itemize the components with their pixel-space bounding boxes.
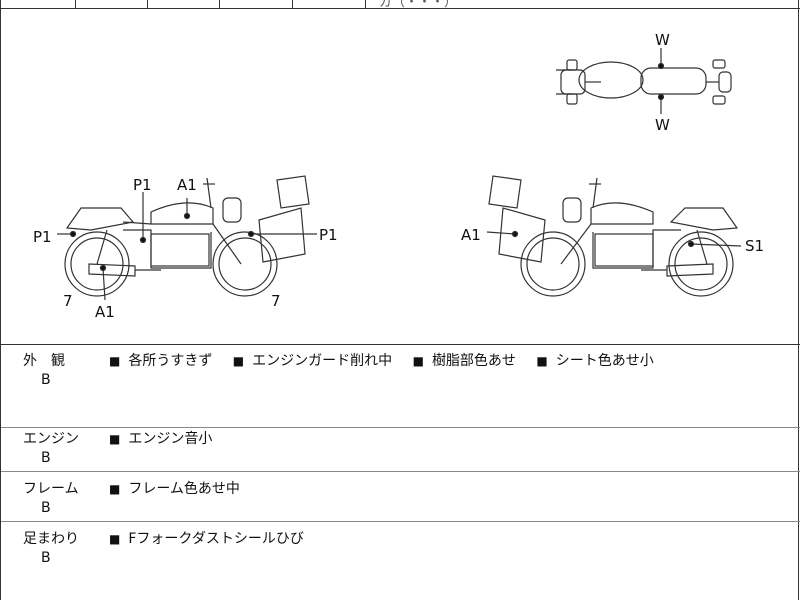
top-view-motorcycle	[556, 48, 732, 114]
section-suspension: 足まわり B ■Fフォークダストシールひび	[1, 522, 800, 600]
section-category: エンジン	[23, 431, 79, 447]
bullet-square-icon: ■	[109, 354, 121, 368]
bullet-square-icon: ■	[536, 354, 548, 368]
section-grade: B	[41, 550, 51, 566]
top-view-label-bottom: W	[655, 116, 670, 134]
note-item: ■樹脂部色あせ	[412, 353, 516, 369]
header-cell-divider	[292, 0, 294, 8]
left-label-7-rear: 7	[63, 292, 73, 310]
note-item: ■エンジンガード削れ中	[232, 353, 393, 369]
motorcycle-diagram-svg: W W P1 A1 P1 P1 7 A1 7 A1 S1	[33, 31, 764, 321]
left-label-p1-case: P1	[319, 226, 338, 244]
section-notes: ■各所うすきず ■エンジンガード削れ中 ■樹脂部色あせ ■シート色あせ小	[109, 350, 670, 370]
section-frame: フレーム B ■フレーム色あせ中	[1, 472, 800, 522]
header-cell-divider	[75, 0, 77, 8]
note-item: ■各所うすきず	[109, 353, 213, 369]
note-item: ■シート色あせ小	[536, 353, 654, 369]
note-item: ■フレーム色あせ中	[109, 481, 240, 497]
section-grade: B	[41, 500, 51, 516]
header-cell-divider	[219, 0, 221, 8]
left-label-7-front: 7	[271, 292, 281, 310]
left-label-a1-muffler: A1	[95, 303, 115, 321]
damage-diagram: W W P1 A1 P1 P1 7 A1 7 A1 S1	[1, 8, 800, 345]
right-label-a1-case: A1	[461, 226, 481, 244]
section-notes: ■フレーム色あせ中	[109, 478, 256, 498]
left-side-motorcycle	[64, 175, 310, 297]
section-grade: B	[41, 450, 51, 466]
bullet-square-icon: ■	[109, 532, 121, 546]
left-label-p1-frame: P1	[133, 176, 152, 194]
section-category: フレーム	[23, 481, 79, 497]
note-item: ■Fフォークダストシールひび	[109, 531, 304, 547]
bullet-square-icon: ■	[109, 482, 121, 496]
left-label-a1-tank: A1	[177, 176, 197, 194]
section-notes: ■エンジン音小	[109, 428, 228, 448]
section-grade: B	[41, 372, 51, 388]
bullet-square-icon: ■	[412, 354, 424, 368]
section-category: 外 観	[23, 353, 65, 369]
note-item: ■エンジン音小	[109, 431, 213, 447]
section-category: 足まわり	[23, 531, 79, 547]
header-partial-text: ガ（・・・）	[379, 0, 458, 10]
left-label-p1-cowl: P1	[33, 228, 52, 246]
header-strip: ガ（・・・）	[1, 0, 800, 10]
section-notes: ■Fフォークダストシールひび	[109, 528, 320, 548]
header-cell-divider	[365, 0, 367, 8]
section-engine: エンジン B ■エンジン音小	[1, 422, 800, 472]
bullet-square-icon: ■	[109, 432, 121, 446]
right-side-motorcycle	[488, 175, 739, 297]
right-label-s1-rear: S1	[745, 237, 764, 255]
header-cell-divider	[147, 0, 149, 8]
bullet-square-icon: ■	[232, 354, 245, 368]
section-exterior: 外 観 B ■各所うすきず ■エンジンガード削れ中 ■樹脂部色あせ ■シート色あ…	[1, 344, 800, 428]
top-view-label-top: W	[655, 31, 670, 49]
